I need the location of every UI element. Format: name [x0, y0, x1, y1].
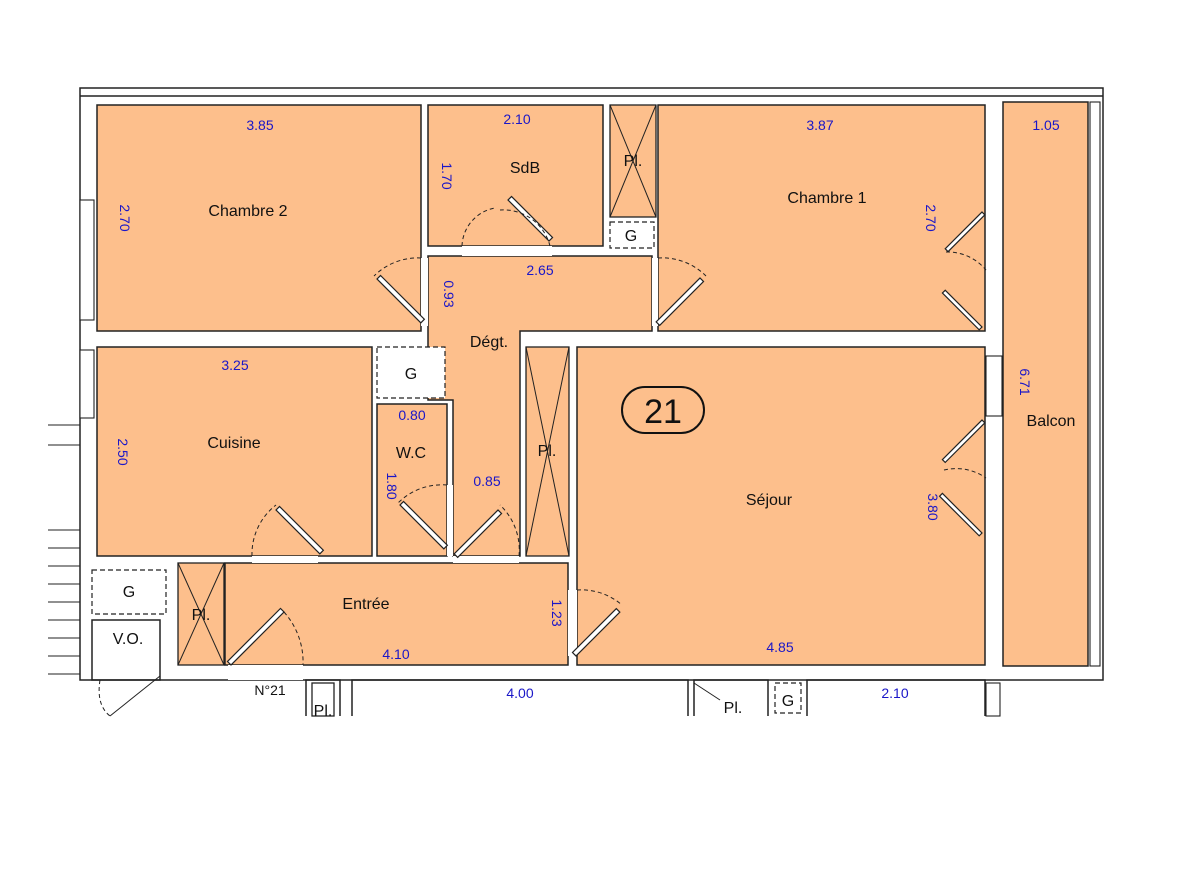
- label-placard-neighbor-1: Pl.: [314, 703, 333, 720]
- room-sejour: [576, 346, 986, 666]
- label-unit-number: N°21: [254, 682, 285, 698]
- door-entree[interactable]: [226, 607, 304, 666]
- dim-cuisine-width: 3.25: [221, 357, 248, 373]
- door-chambre-2[interactable]: [373, 257, 426, 324]
- label-gaine-entree: G: [123, 584, 135, 601]
- dim-balcon-width: 1.05: [1032, 117, 1059, 133]
- vo-chute-arc: [98, 679, 111, 717]
- label-balcon: Balcon: [1027, 413, 1076, 430]
- window-chambre-2: [79, 199, 95, 321]
- placard-center-cross-b: [525, 346, 570, 557]
- dim-neighbor-b: 2.10: [881, 685, 908, 701]
- gaine-neighbor: [774, 682, 802, 714]
- dim-chambre-1-depth: 2.70: [923, 204, 939, 231]
- placard-entree-cross-b: [177, 562, 225, 666]
- dim-degt-depth: 0.93: [441, 280, 457, 307]
- label-gaine-neighbor: G: [782, 693, 794, 710]
- label-entree: Entrée: [342, 596, 389, 613]
- door-sejour[interactable]: [571, 589, 623, 657]
- room-balcon: [1002, 101, 1089, 667]
- label-sdb: SdB: [510, 160, 540, 177]
- opening-sejour-balcon-window: [985, 355, 1003, 417]
- stairs: [48, 424, 80, 675]
- label-degt: Dégt.: [470, 334, 508, 351]
- label-chambre-1: Chambre 1: [787, 190, 866, 207]
- label-placard-sdb: Pl.: [624, 153, 643, 170]
- gaine-sdb: [609, 221, 655, 249]
- door-degt-entree[interactable]: [453, 504, 520, 559]
- label-placard-neighbor-2: Pl.: [724, 700, 743, 717]
- dim-sdb-width: 2.10: [503, 111, 530, 127]
- label-gaine-degt: G: [405, 366, 417, 383]
- placard-sdb-cross-b: [609, 104, 657, 218]
- room-cuisine: [96, 346, 373, 557]
- dim-sejour-width: 4.85: [766, 639, 793, 655]
- vo-chute-line: [109, 675, 161, 717]
- dim-corridor-width: 0.85: [473, 473, 500, 489]
- dim-chambre-1-width: 3.87: [806, 117, 833, 133]
- dim-degt-width: 2.65: [526, 262, 553, 278]
- label-placard-center: Pl.: [538, 443, 557, 460]
- dim-entree-width: 4.10: [382, 646, 409, 662]
- dim-cuisine-depth: 2.50: [115, 438, 131, 465]
- neighbor-apartment: [305, 679, 1103, 717]
- label-chambre-2: Chambre 2: [208, 203, 287, 220]
- room-wc: [376, 403, 448, 557]
- label-vo: V.O.: [113, 631, 144, 648]
- label-placard-entree: Pl.: [192, 607, 211, 624]
- gaine-entree: [91, 569, 167, 615]
- apartment-badge: 21: [644, 393, 682, 431]
- opening-sejour-balcon: [986, 420, 1002, 533]
- apartment-badge-frame: [621, 386, 705, 434]
- door-cuisine[interactable]: [251, 504, 325, 557]
- room-chambre-1: [657, 104, 986, 332]
- dim-balcon-length: 6.71: [1017, 368, 1033, 395]
- dim-wc-width: 0.80: [398, 407, 425, 423]
- window-cuisine: [79, 349, 95, 419]
- gaine-degt: [376, 346, 446, 399]
- dim-sejour-depth: 3.80: [925, 493, 941, 520]
- dim-sdb-depth: 1.70: [439, 162, 455, 189]
- door-sdb[interactable]: [461, 195, 554, 247]
- dim-chambre-2-width: 3.85: [246, 117, 273, 133]
- room-sdb: [427, 104, 604, 247]
- label-cuisine: Cuisine: [207, 435, 260, 452]
- dim-chambre-2-depth: 2.70: [117, 204, 133, 231]
- label-wc: W.C: [396, 445, 426, 462]
- label-gaine-sdb: G: [625, 228, 637, 245]
- window-doors-chambre-1[interactable]: [941, 211, 987, 331]
- label-sejour: Séjour: [746, 492, 793, 509]
- balcon-rail: [1089, 101, 1101, 667]
- opening-chambre-1-balcon: [986, 212, 1002, 327]
- vo-shaft: [91, 619, 161, 681]
- dim-entree-depth: 1.23: [549, 599, 565, 626]
- dim-wc-depth: 1.80: [384, 472, 400, 499]
- door-wc[interactable]: [397, 484, 449, 550]
- room-chambre-2: [96, 104, 422, 332]
- door-chambre-1[interactable]: [655, 257, 707, 327]
- dim-neighbor-a: 4.00: [506, 685, 533, 701]
- window-doors-sejour[interactable]: [938, 419, 987, 537]
